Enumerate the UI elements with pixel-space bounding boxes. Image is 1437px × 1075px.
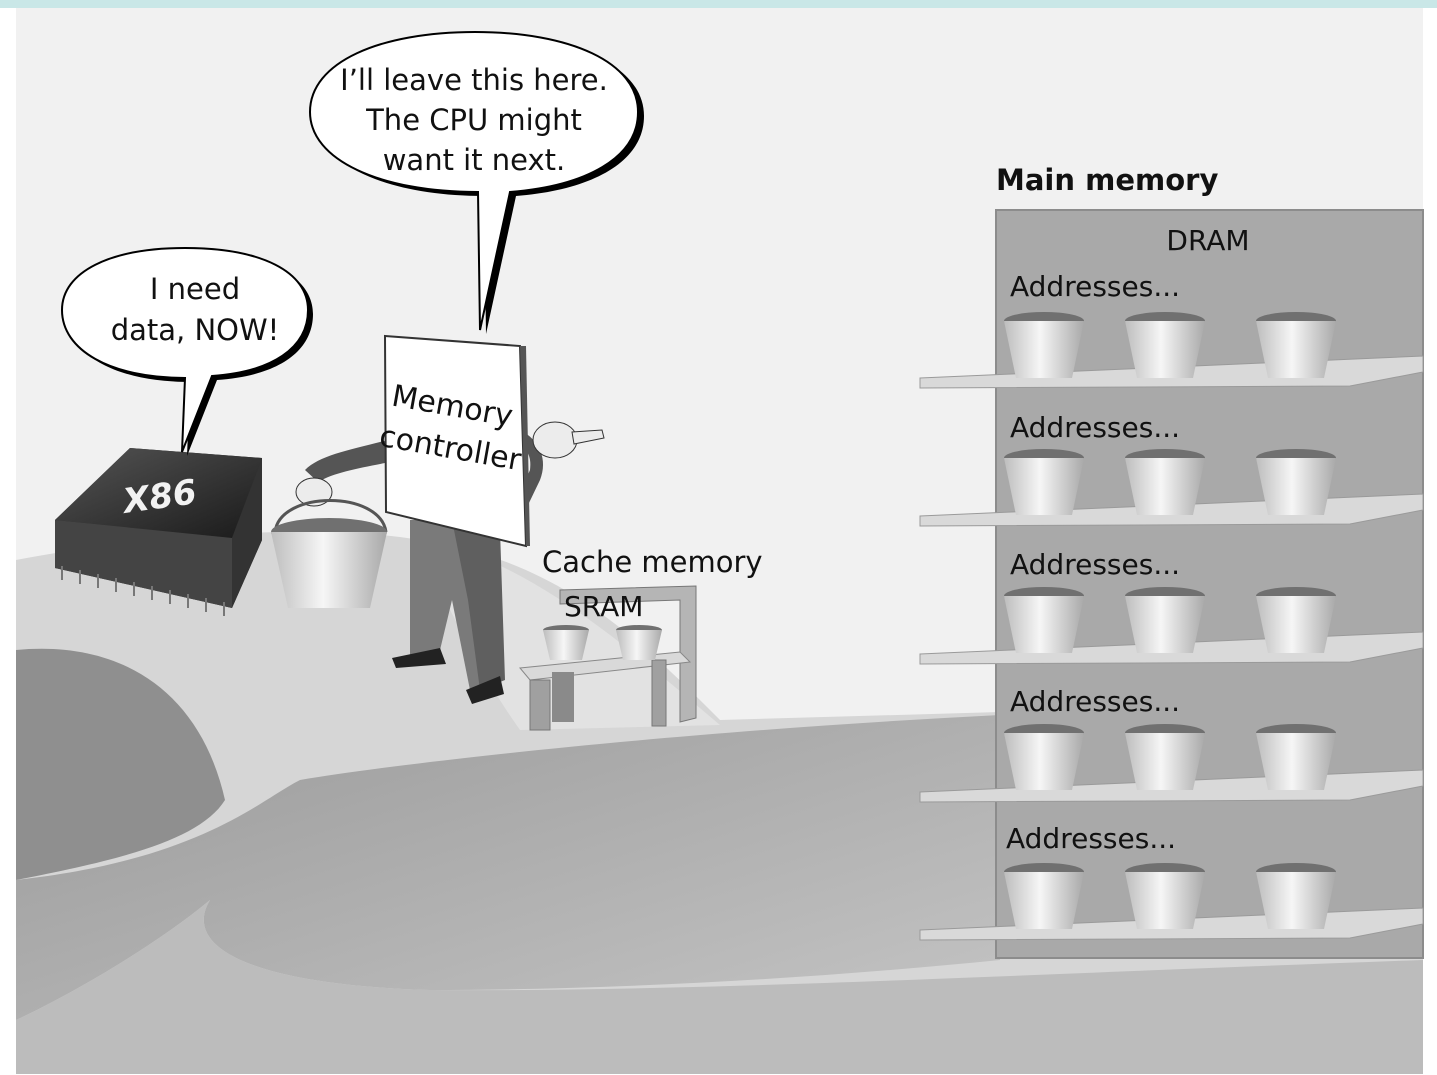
cache-stand-leg xyxy=(530,680,550,730)
bucket-icon xyxy=(1256,724,1336,790)
bucket-icon xyxy=(1004,312,1084,378)
bucket-icon xyxy=(1004,863,1084,929)
cache-memory-title: Cache memory xyxy=(542,545,763,579)
bucket-icon xyxy=(1125,724,1205,790)
cpu-speech-line: data, NOW! xyxy=(111,313,280,347)
bucket-icon xyxy=(1125,863,1205,929)
bucket-icon xyxy=(1125,449,1205,515)
cache-stand-leg xyxy=(552,672,574,722)
cache-stand-leg xyxy=(652,660,666,726)
shelf-label: Addresses... xyxy=(1010,685,1180,718)
bucket-icon xyxy=(1256,863,1336,929)
cpu-speech-line: I need xyxy=(150,272,240,306)
bucket-icon xyxy=(1004,587,1084,653)
shelf-label: Addresses... xyxy=(1010,548,1180,581)
shelf-label: Addresses... xyxy=(1010,411,1180,444)
bucket-icon xyxy=(1256,312,1336,378)
bucket-icon xyxy=(616,625,662,660)
sram-label: SRAM xyxy=(564,590,643,623)
shelf-label: Addresses... xyxy=(1010,270,1180,303)
bucket-icon xyxy=(1256,587,1336,653)
bucket-icon xyxy=(1256,449,1336,515)
dram-label: DRAM xyxy=(1166,224,1249,257)
bucket-icon xyxy=(1004,724,1084,790)
bucket-icon xyxy=(543,625,589,660)
bucket-icon xyxy=(1125,312,1205,378)
bucket-icon xyxy=(1004,449,1084,515)
controller-speech-line: The CPU might xyxy=(365,103,582,137)
main-memory-title: Main memory xyxy=(996,163,1218,197)
controller-speech-line: I’ll leave this here. xyxy=(340,63,608,97)
controller-speech-line: want it next. xyxy=(383,143,566,177)
top-bar xyxy=(0,0,1437,8)
bucket-icon xyxy=(1125,587,1205,653)
shelf-label: Addresses... xyxy=(1006,822,1176,855)
